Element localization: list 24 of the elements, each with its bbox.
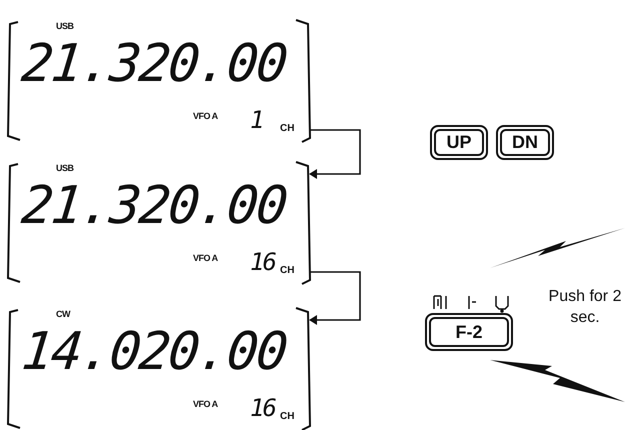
- lcd-display: [8, 306, 310, 430]
- frequency-readout: 14.020.00: [19, 326, 288, 378]
- frequency-readout: 21.320.00: [19, 180, 288, 232]
- key-button: DN: [496, 125, 554, 160]
- key-button: UP: [430, 125, 488, 160]
- channel-number: 16: [250, 250, 275, 274]
- mode-indicator: USB: [56, 164, 74, 173]
- channel-number: 16: [250, 396, 275, 420]
- frequency-readout: 21.320.00: [19, 38, 288, 90]
- vfo-indicator: VFO A: [193, 400, 218, 409]
- channel-unit: CH: [280, 124, 294, 134]
- mode-indicator: USB: [56, 22, 74, 31]
- mode-indicator: CW: [56, 310, 70, 319]
- vfo-indicator: VFO A: [193, 112, 218, 121]
- arrow: [309, 271, 361, 325]
- lcd-display: [8, 160, 310, 284]
- lcd-display: [8, 18, 310, 142]
- vfo-indicator: VFO A: [193, 254, 218, 263]
- arrow: [309, 129, 361, 179]
- channel-unit: CH: [280, 412, 294, 422]
- channel-number: 1: [250, 108, 262, 132]
- key-button: F-2: [425, 313, 513, 351]
- channel-unit: CH: [280, 266, 294, 276]
- instruction-text: Push for 2 sec.: [548, 287, 622, 328]
